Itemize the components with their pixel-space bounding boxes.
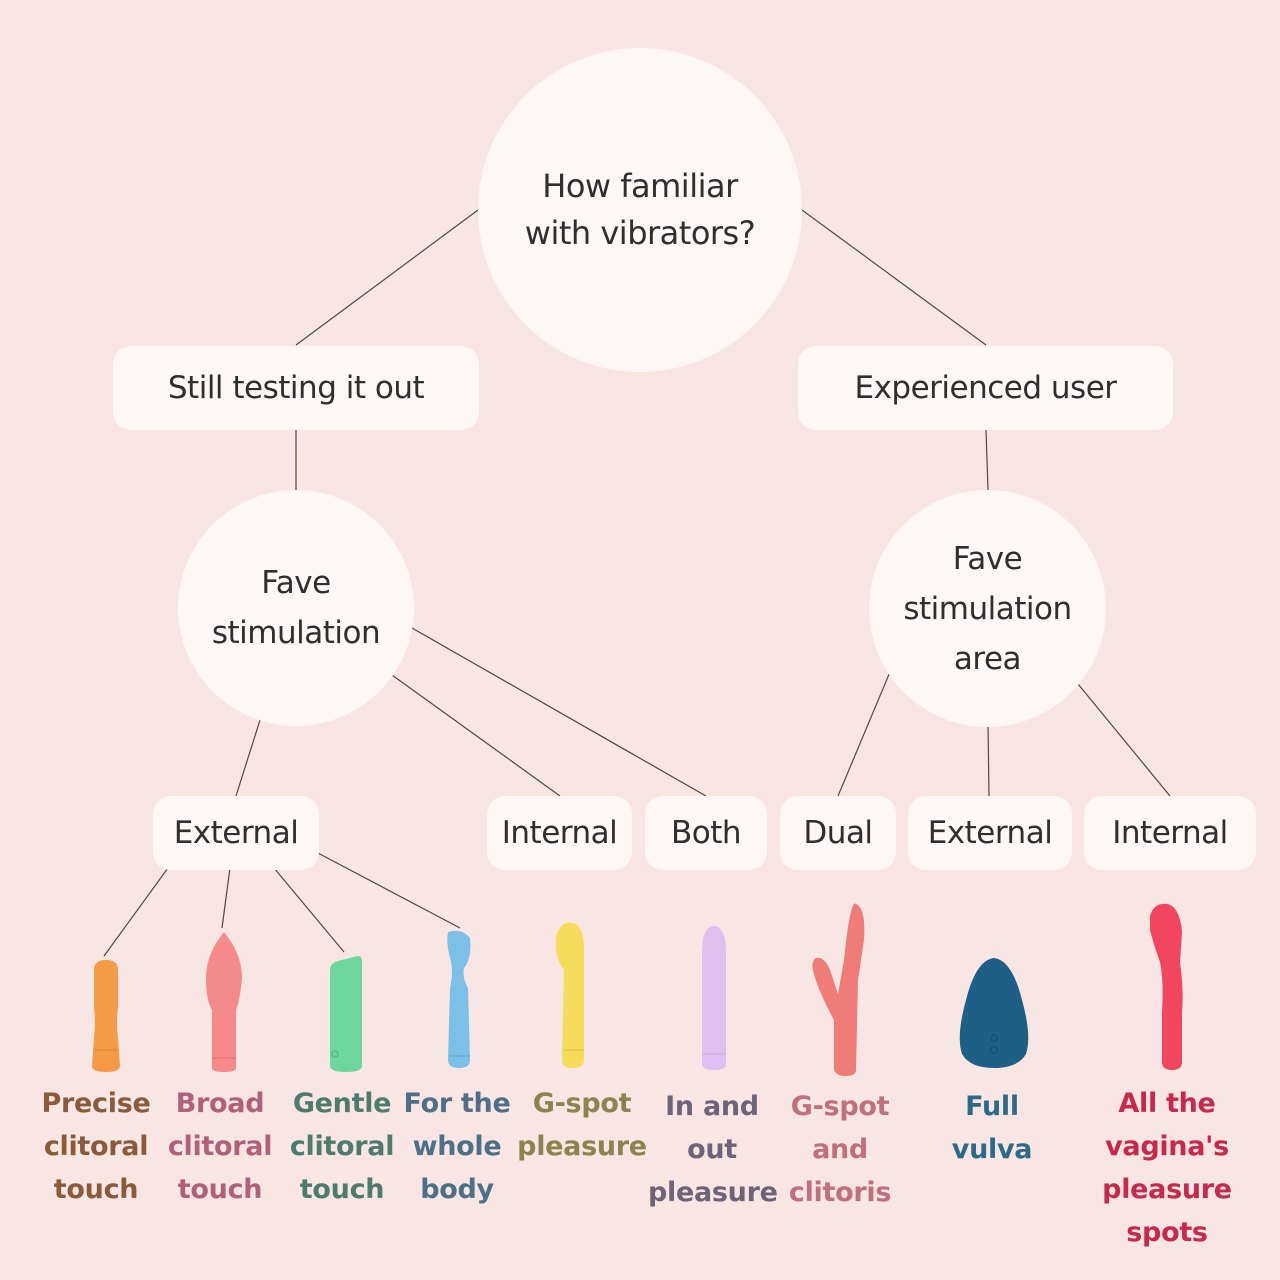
product-label-precise-clitoral: Precise clitoral touch	[41, 1088, 151, 1205]
question-text: Fave stimulation	[211, 565, 381, 651]
product-label-gspot-clitoris: G-spot and clitoris	[788, 1091, 892, 1208]
product-label-all-vagina-spots: All the vagina's pleasure spots	[1102, 1088, 1232, 1248]
product-label-in-and-out: In and out pleasure	[648, 1091, 778, 1208]
option-label: Internal	[1112, 815, 1228, 851]
option-label: Both	[670, 815, 742, 851]
option-label: Dual	[803, 815, 873, 851]
product-label-whole-body: For the whole body	[403, 1088, 511, 1205]
slanted-vibrator-icon	[330, 956, 362, 1072]
rabbit-vibrator-icon	[812, 903, 865, 1076]
question-text: Fave stimulation area	[903, 540, 1072, 677]
branch-experienced-user: Experienced user	[798, 346, 1173, 430]
option-label: Internal	[501, 815, 618, 851]
option-internal-experienced: Internal	[1084, 796, 1256, 870]
branch-label: Still testing it out	[167, 370, 425, 406]
bullet-vibrator-icon	[92, 960, 120, 1072]
product-label-broad-clitoral: Broad clitoral touch	[167, 1088, 273, 1205]
gspot-vibrator-icon	[555, 922, 584, 1068]
option-both-beginner: Both	[645, 796, 767, 870]
branch-label: Experienced user	[854, 370, 1117, 406]
classic-vibrator-icon	[702, 926, 726, 1070]
option-external-experienced: External	[908, 796, 1072, 870]
product-label-gspot: G-spot pleasure	[517, 1088, 647, 1162]
petal-vibrator-icon	[206, 932, 242, 1072]
root-question-text: How familiar with vibrators?	[524, 167, 756, 252]
option-label: External	[173, 815, 299, 851]
product-label-full-vulva: Full vulva	[951, 1091, 1033, 1165]
root-question-node: How familiar with vibrators?	[478, 48, 802, 372]
curved-vibrator-icon	[1150, 903, 1183, 1070]
option-external-beginner: External	[153, 796, 319, 870]
question-fave-stimulation: Fave stimulation	[178, 490, 414, 726]
branch-still-testing: Still testing it out	[113, 346, 479, 430]
option-internal-beginner: Internal	[487, 796, 632, 870]
egg-vibrator-icon	[959, 958, 1029, 1068]
question-fave-stimulation-area: Fave stimulation area	[869, 490, 1106, 727]
option-dual-experienced: Dual	[780, 796, 896, 870]
flex-tip-vibrator-icon	[447, 930, 471, 1068]
option-label: External	[927, 815, 1053, 851]
product-label-gentle-clitoral: Gentle clitoral touch	[289, 1088, 395, 1205]
